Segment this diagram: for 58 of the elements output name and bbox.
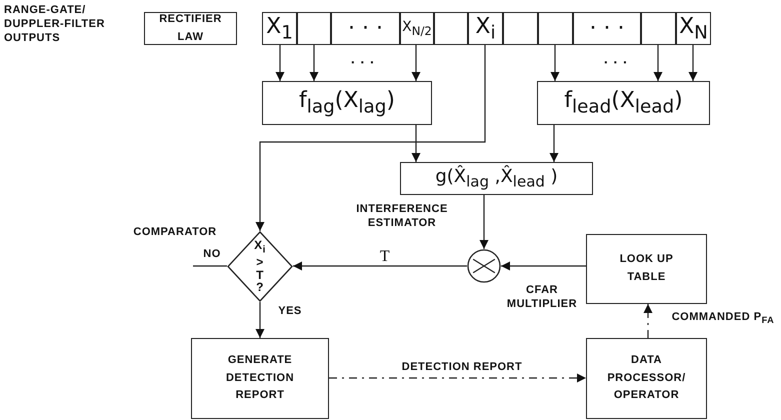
- node-text: g(X̂$_{lag}$ ,X̂$_{lead}$ ): [435, 166, 558, 191]
- multiplier-circle: [467, 249, 501, 283]
- register-cell: [573, 12, 641, 45]
- register-cell: [297, 12, 331, 45]
- arrow: [550, 45, 560, 81]
- process-box: [586, 338, 707, 419]
- process-box: [400, 162, 593, 195]
- register-cell: [641, 12, 676, 45]
- register-cell: [434, 12, 468, 45]
- ellipsis: · · ·: [602, 54, 630, 72]
- edge-label: COMMANDED P$_{FA}$: [670, 311, 776, 327]
- process-box: [262, 81, 432, 125]
- node-text: DATA PROCESSOR/ OPERATOR: [606, 353, 687, 404]
- node-text: · · ·: [590, 16, 624, 41]
- edge-label: DETECTION REPORT: [400, 361, 524, 375]
- arrow: [480, 195, 488, 249]
- node-text: · · ·: [348, 16, 383, 41]
- register-cell: [331, 12, 400, 45]
- process-box: [144, 12, 237, 45]
- edge-label: T: [378, 247, 392, 267]
- arrow: [256, 45, 486, 231]
- text-label: RANGE-GATE/ DUPPLER-FILTER OUTPUTS: [4, 4, 106, 46]
- arrow: [256, 302, 264, 338]
- node-text: X$_{N/2}$: [402, 19, 432, 38]
- arrow: [329, 374, 586, 382]
- arrow: [550, 125, 558, 162]
- arrow: [654, 45, 662, 81]
- arrow: [293, 262, 467, 270]
- ellipsis: · · ·: [350, 54, 376, 72]
- annotation-label: COMPARATOR: [132, 226, 218, 240]
- arrow: [501, 262, 586, 270]
- node-text: RECTIFIER LAW: [158, 12, 223, 44]
- node-text: f$_{lag}$(X$_{lag}$): [299, 88, 395, 118]
- annotation-label: CFAR MULTIPLIER: [506, 284, 578, 312]
- arrow: [412, 125, 420, 162]
- process-box: [537, 81, 710, 125]
- decision-diamond: [227, 231, 293, 302]
- node-text: f$_{lead}$(X$_{lead}$): [564, 88, 683, 118]
- arrow: [276, 45, 284, 81]
- node-text: X$_{1}$: [266, 14, 293, 44]
- edge-label: NO: [202, 248, 222, 262]
- arrow: [688, 45, 698, 81]
- node-text: X$_{N}$: [679, 14, 708, 44]
- node-text: LOOK UP TABLE: [618, 252, 674, 285]
- edge-label: YES: [277, 305, 303, 319]
- node-text: X$_{i}$ > T ?: [253, 239, 267, 294]
- register-cell: [468, 12, 503, 45]
- register-cell: [538, 12, 573, 45]
- register-cell: [400, 12, 434, 45]
- node-text: GENERATE DETECTION REPORT: [224, 353, 296, 404]
- register-cell: [503, 12, 538, 45]
- process-box: [586, 234, 707, 304]
- process-box: [191, 338, 329, 419]
- node-text: X$_{i}$: [475, 14, 496, 44]
- annotation-label: INTERFERENCE ESTIMATOR: [355, 203, 449, 230]
- arrow: [310, 45, 318, 81]
- arrow: [644, 304, 652, 338]
- arrow: [412, 45, 420, 81]
